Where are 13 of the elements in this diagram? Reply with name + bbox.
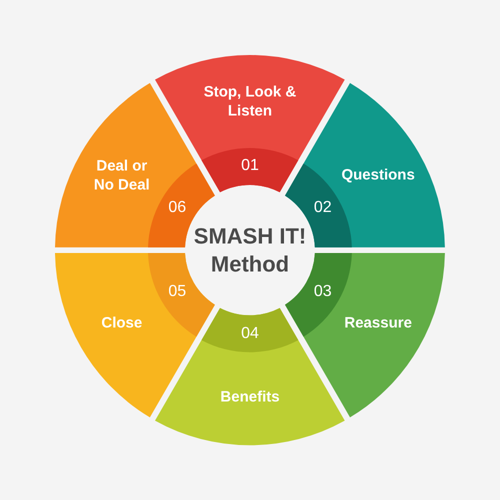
segment-label: Deal or No Deal [92,157,151,195]
step-number: 03 [312,282,333,302]
segment-label: Close [100,314,144,334]
step-number: 01 [240,156,260,176]
step-number: 04 [240,324,260,344]
step-number: 05 [167,282,188,302]
step-number: 02 [312,198,333,218]
segment-label: Questions [340,166,416,186]
step-number: 06 [167,198,188,218]
segment-label: Reassure [343,314,413,334]
segment-label: Benefits [219,388,281,408]
segment-label: Stop, Look & Listen [202,83,298,121]
center-title: SMASH IT! Method [192,222,308,278]
